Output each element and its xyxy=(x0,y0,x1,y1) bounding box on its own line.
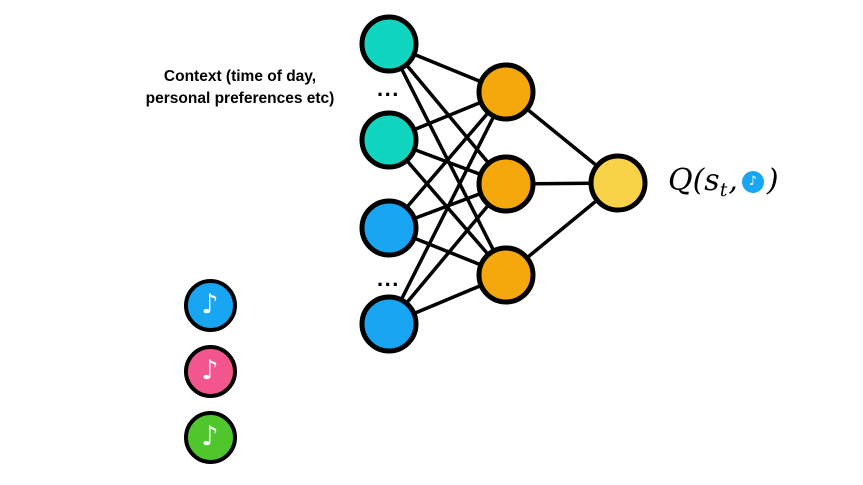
network-edge xyxy=(387,90,508,230)
q-formula-comma: , xyxy=(728,163,738,198)
music-note-glyph: ♪ xyxy=(748,174,758,189)
q-formula-prefix: Q(s xyxy=(668,163,720,198)
input-node-1 xyxy=(359,14,419,74)
q-formula-subscript: t xyxy=(719,178,728,201)
q-formula-suffix: ) xyxy=(766,163,779,198)
input-node-4 xyxy=(359,294,419,354)
music-note-glyph: ♪ xyxy=(201,288,219,320)
ellipsis-bottom: ... xyxy=(377,266,400,291)
context-label: Context (time of day, personal preferenc… xyxy=(145,68,335,107)
song-icon-pink: ♪ xyxy=(183,344,237,398)
network-edge xyxy=(387,182,508,326)
music-note-glyph: ♪ xyxy=(201,420,219,452)
input-node-2 xyxy=(359,110,419,170)
hidden-node-1 xyxy=(476,62,536,122)
output-node-1 xyxy=(588,153,648,213)
input-node-3 xyxy=(359,198,419,258)
music-note-glyph: ♪ xyxy=(201,354,219,386)
song-icon-green: ♪ xyxy=(183,410,237,464)
hidden-node-3 xyxy=(476,245,536,305)
network-edge xyxy=(387,91,508,325)
song-icon-blue: ♪ xyxy=(183,278,237,332)
network-edge xyxy=(387,42,508,186)
ellipsis-top: ... xyxy=(377,76,400,101)
hidden-node-2 xyxy=(476,154,536,214)
music-note-icon: ♪ xyxy=(741,170,764,193)
